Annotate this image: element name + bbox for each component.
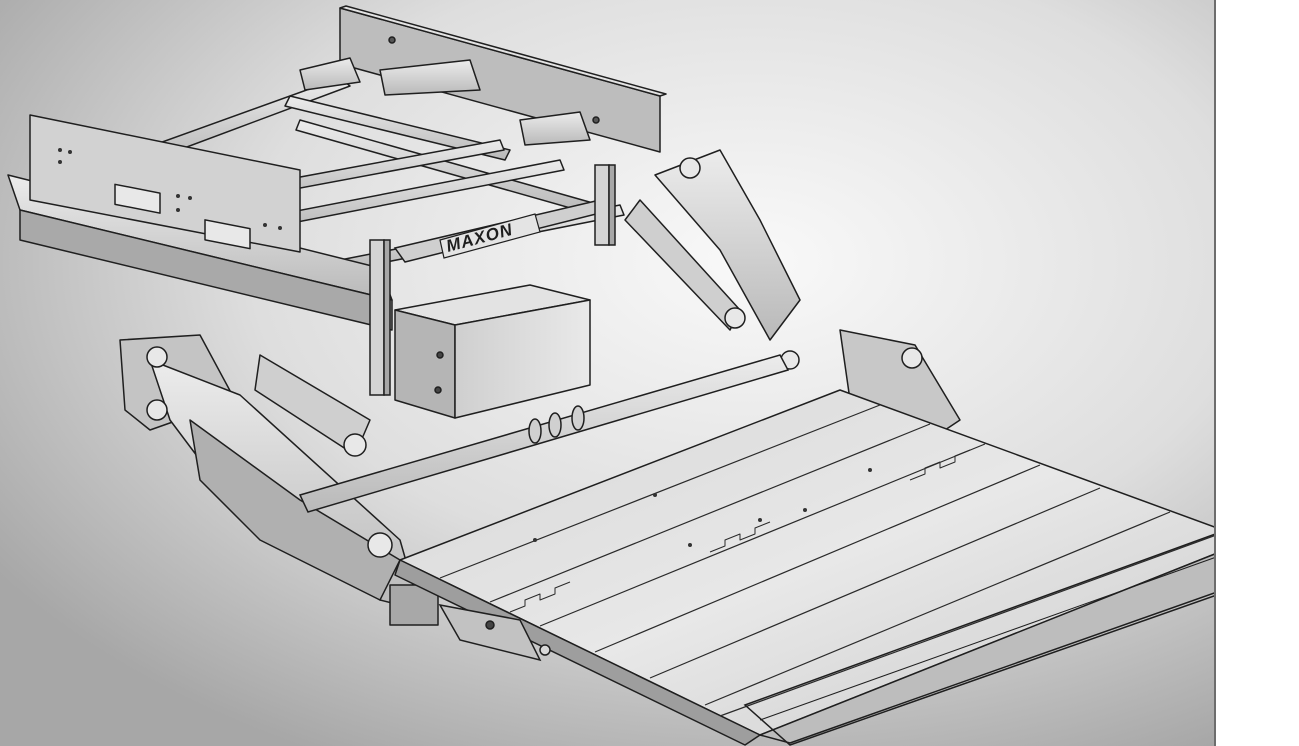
torsion-tube <box>298 354 790 513</box>
divider-line <box>1214 0 1216 746</box>
hinge-bracket <box>438 603 551 662</box>
front-crossbeam <box>7 114 393 331</box>
right-lift-arm <box>624 149 961 441</box>
platform <box>394 389 1286 746</box>
pump-box <box>394 284 591 419</box>
left-lift-arm <box>119 334 439 626</box>
vertical-posts <box>369 164 616 396</box>
right-margin-panel <box>1216 0 1299 746</box>
